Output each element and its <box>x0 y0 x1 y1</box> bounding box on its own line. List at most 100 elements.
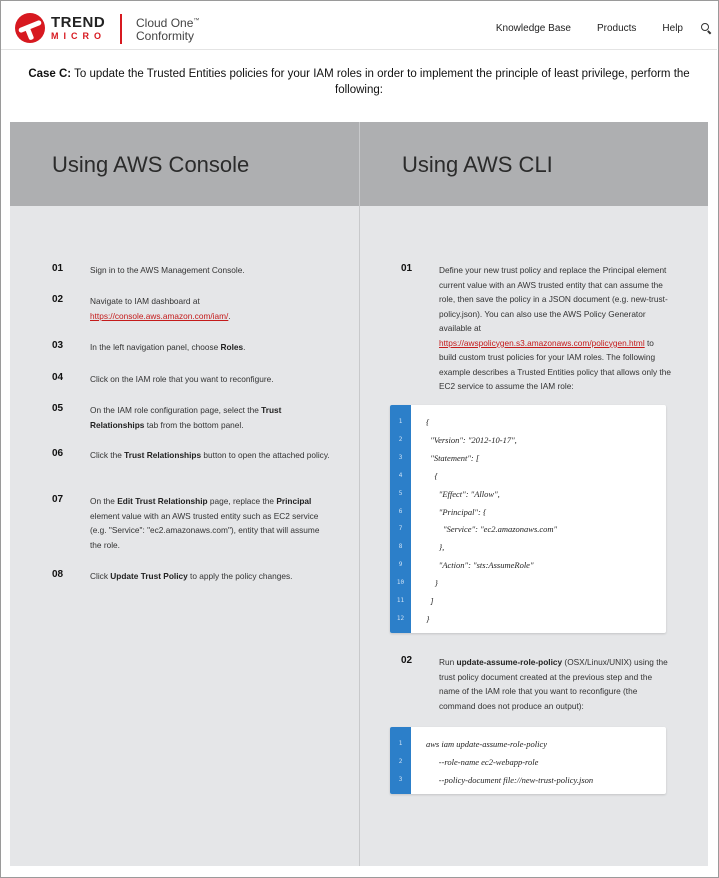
code-text: } <box>426 613 430 624</box>
step-fragment: . <box>243 342 246 352</box>
cli-step-02: 02 Run update-assume-role-policy (OSX/Lin… <box>401 655 673 713</box>
code-text: { <box>426 470 438 481</box>
code-text: } <box>426 578 438 589</box>
code-text: ] <box>426 596 434 606</box>
code-line: 9 "Action": "sts:AssumeRole" <box>390 556 666 574</box>
step-number: 02 <box>401 655 413 666</box>
code-text: "Service": "ec2.amazonaws.com" <box>426 524 558 535</box>
line-number: 2 <box>398 757 403 765</box>
step-fragment: Click the <box>90 450 125 460</box>
step-fragment: Define your new trust policy and replace… <box>439 265 668 333</box>
line-number: 5 <box>398 489 403 497</box>
code-line: 3 "Statement": [ <box>390 449 666 467</box>
step-emphasis: Edit Trust Relationship <box>117 496 208 506</box>
line-number: 4 <box>398 471 403 479</box>
code-line: 11 ] <box>390 592 666 610</box>
step-fragment: Click on the IAM role that you want to r… <box>90 374 274 384</box>
nav-products[interactable]: Products <box>596 22 637 34</box>
logo-divider <box>120 14 122 44</box>
step-number: 02 <box>52 294 64 305</box>
step-fragment: On the <box>90 496 118 506</box>
nav-help[interactable]: Help <box>662 22 683 34</box>
code-text: }, <box>426 542 445 553</box>
console-step-04: 04 Click on the IAM role that you want to… <box>52 372 332 387</box>
product-name[interactable]: Cloud One™ Conformity <box>136 15 199 43</box>
step-number: 05 <box>52 403 64 414</box>
step-emphasis: update-assume-role-policy <box>456 657 563 667</box>
line-number: 3 <box>398 453 403 461</box>
step-emphasis: Update Trust Policy <box>110 571 188 581</box>
step-text: Run update-assume-role-policy (OSX/Linux… <box>439 655 673 713</box>
line-number: 1 <box>398 740 403 747</box>
line-number: 3 <box>398 775 403 783</box>
line-number: 9 <box>398 561 403 569</box>
code-gutter <box>390 405 411 633</box>
code-gutter <box>390 727 411 794</box>
step-text: Click the Trust Relationships button to … <box>90 448 330 463</box>
code-line: 12} <box>390 610 666 628</box>
trust-policy-code-block[interactable]: 1{2 "Version": "2012-10-17",3 "Statement… <box>390 405 666 633</box>
line-number: 6 <box>398 507 403 515</box>
console-title: Using AWS Console <box>52 152 250 177</box>
code-line: 2 --role-name ec2-webapp-role <box>390 753 666 771</box>
console-header: Using AWS Console <box>10 122 359 206</box>
step-fragment: element value with an AWS trusted entity… <box>90 510 320 550</box>
code-text: --policy-document file://new-trust-polic… <box>426 774 594 785</box>
column-divider <box>359 122 360 866</box>
brand-bottom: MICRO <box>51 31 106 41</box>
line-number: 12 <box>396 614 405 622</box>
top-nav: Knowledge Base Products Help <box>496 8 717 48</box>
step-fragment: tab from the bottom panel. <box>144 419 244 430</box>
step-link[interactable]: https://console.aws.amazon.com/iam/ <box>90 310 229 321</box>
code-line: 4 { <box>390 467 666 485</box>
step-fragment: (OSX/Linux/UNIX) using the trust policy … <box>439 657 668 711</box>
code-text: "Effect": "Allow", <box>426 488 500 499</box>
step-text: Click Update Trust Policy to apply the p… <box>90 569 292 584</box>
step-fragment: In the left navigation panel, choose <box>90 342 221 352</box>
trend-micro-logo[interactable]: TREND MICRO <box>15 13 106 43</box>
step-fragment: Sign in to the AWS Management Console. <box>90 265 245 275</box>
case-label: Case C: <box>28 68 72 80</box>
code-line: 10 } <box>390 574 666 592</box>
step-fragment: to build custom trust policies for your … <box>439 337 671 392</box>
code-text: aws iam update-assume-role-policy <box>426 739 548 749</box>
line-number: 7 <box>398 525 403 533</box>
console-step-08: 08 Click Update Trust Policy to apply the… <box>52 569 332 584</box>
code-text: "Statement": [ <box>426 452 480 463</box>
code-text: "Version": "2012-10-17", <box>426 434 517 445</box>
step-number: 01 <box>52 263 64 274</box>
step-fragment: to apply the policy changes. <box>187 571 293 581</box>
product-line2: Conformity <box>136 29 195 43</box>
cli-title: Using AWS CLI <box>402 152 553 177</box>
console-step-05: 05 On the IAM role configuration page, se… <box>52 403 332 432</box>
step-link[interactable]: https://awspolicygen.s3.amazonaws.com/po… <box>439 337 645 348</box>
step-number: 04 <box>52 372 64 383</box>
code-line: 7 "Service": "ec2.amazonaws.com" <box>390 520 666 538</box>
line-number: 8 <box>398 543 403 551</box>
step-number: 03 <box>52 340 64 351</box>
step-fragment: . <box>228 310 231 321</box>
step-text: On the IAM role configuration page, sele… <box>90 403 332 432</box>
product-tm: ™ <box>193 18 200 24</box>
step-text: On the Edit Trust Relationship page, rep… <box>90 494 332 552</box>
search-icon[interactable] <box>701 23 712 35</box>
step-emphasis: Trust Relationships <box>90 405 282 430</box>
cli-command-code-block[interactable]: 1 aws iam update-assume-role-policy 2 --ro… <box>390 727 666 794</box>
line-number: 2 <box>398 435 403 443</box>
step-text: Sign in to the AWS Management Console. <box>90 263 245 278</box>
nav-knowledge-base[interactable]: Knowledge Base <box>495 22 571 34</box>
code-line: 8 }, <box>390 538 666 556</box>
step-fragment: Click <box>90 571 111 581</box>
step-number: 08 <box>52 569 64 580</box>
site-header: TREND MICRO Cloud One™ Conformity Knowle… <box>1 8 717 50</box>
code-line: 2 "Version": "2012-10-17", <box>390 431 666 449</box>
brand-top: TREND <box>51 14 106 31</box>
console-step-01: 01 Sign in to the AWS Management Console. <box>52 263 332 278</box>
step-fragment: button to open the attached policy. <box>201 450 330 460</box>
step-text: Define your new trust policy and replace… <box>439 263 673 394</box>
code-line: 1 aws iam update-assume-role-policy <box>390 735 666 753</box>
code-text: { <box>426 417 430 427</box>
